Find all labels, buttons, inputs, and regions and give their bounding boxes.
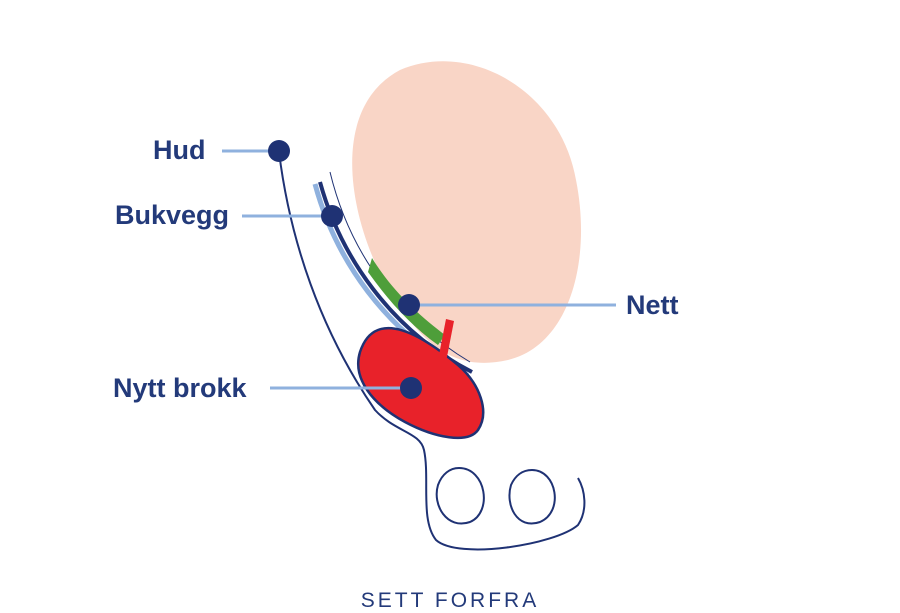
skin-outline <box>278 151 586 551</box>
testicle-left <box>435 466 485 525</box>
label-hud: Hud <box>153 135 206 165</box>
organ-shape <box>352 61 582 363</box>
hernia-neck <box>438 319 454 362</box>
marker-dot-bukvegg <box>321 205 343 227</box>
view-caption: SETT FORFRA <box>360 589 540 612</box>
hernia-diagram: Hud Bukvegg Nett Nytt brokk SETT FORFRA <box>113 61 679 612</box>
marker-dot-hud <box>268 140 290 162</box>
label-bukvegg: Bukvegg <box>115 200 230 230</box>
testicle-right <box>508 468 556 525</box>
label-nytt-brokk: Nytt brokk <box>113 373 247 403</box>
mesh-layer <box>368 258 445 345</box>
marker-dot-nett <box>398 294 420 316</box>
diagram-illustration <box>222 61 616 551</box>
marker-dot-nytt-brokk <box>400 377 422 399</box>
label-nett: Nett <box>626 290 679 320</box>
